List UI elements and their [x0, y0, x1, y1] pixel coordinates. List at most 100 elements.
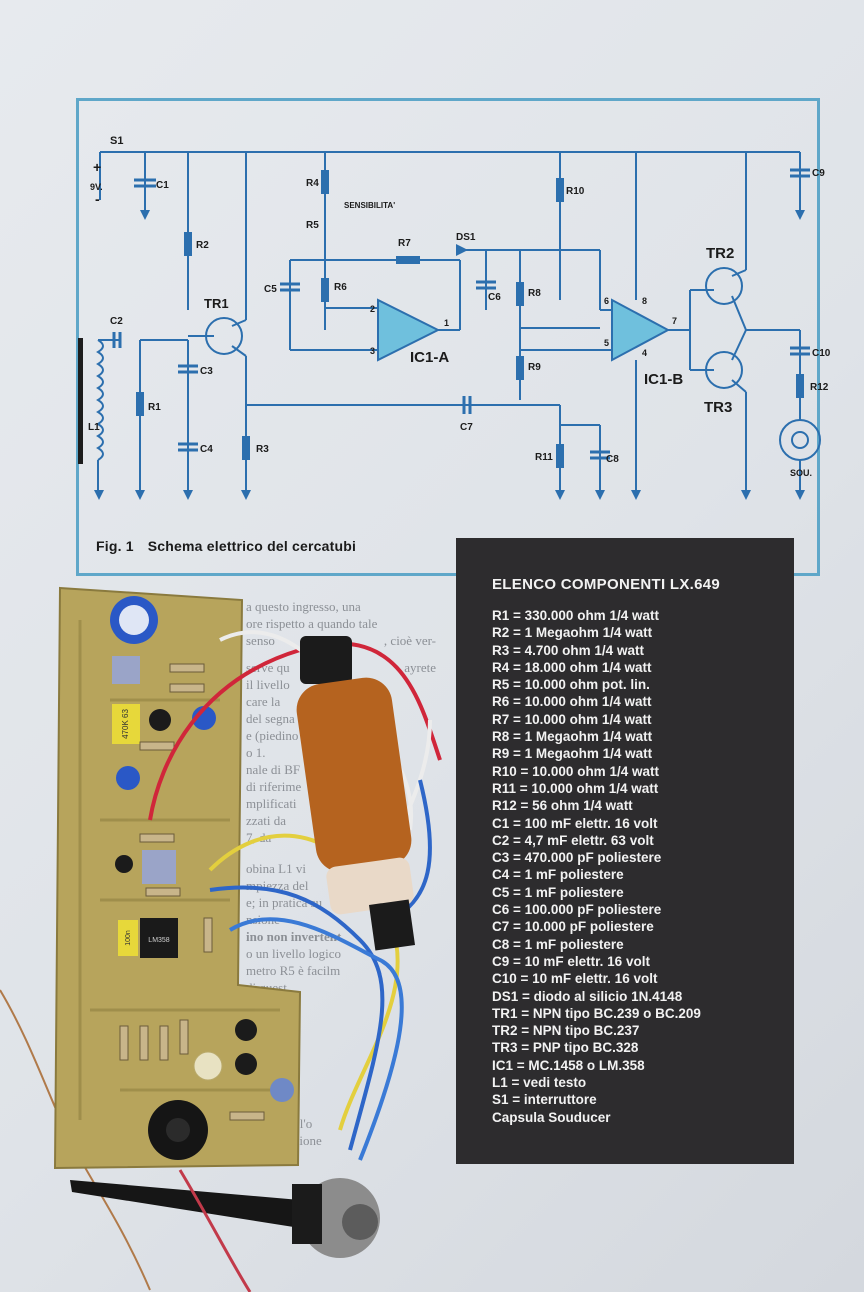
- label-r7: R7: [398, 238, 411, 249]
- list-item: R10 = 10.000 ohm 1/4 watt: [492, 763, 659, 779]
- potentiometer-knob: [70, 1178, 380, 1258]
- list-item: R3 = 4.700 ohm 1/4 watt: [492, 642, 644, 658]
- label-pin6: 6: [604, 296, 609, 306]
- label-pin2: 2: [370, 304, 375, 314]
- article-line: del segna: [246, 711, 295, 726]
- list-item: TR3 = PNP tipo BC.328: [492, 1040, 639, 1056]
- article-line: il livello: [246, 677, 290, 692]
- label-s1: S1: [110, 135, 123, 147]
- article-line: obina L1 vi: [246, 861, 306, 876]
- article-line: nale di BF: [246, 762, 301, 777]
- label-c7: C7: [460, 422, 473, 433]
- capacitor: [192, 706, 216, 730]
- transistor-tr1: [149, 709, 171, 731]
- label-sensitivity: SENSIBILITA': [344, 201, 395, 210]
- article-line: a questo ingresso, una: [246, 599, 361, 614]
- label-pin8: 8: [642, 296, 647, 306]
- list-item: R1 = 330.000 ohm 1/4 watt: [492, 608, 659, 623]
- trimmer: [142, 850, 176, 884]
- red-wire: [178, 1169, 252, 1292]
- label-ds1: DS1: [456, 232, 476, 243]
- list-item: C4 = 1 mF poliestere: [492, 867, 624, 883]
- transistor: [235, 1053, 257, 1075]
- article-line: ore rispetto a quando tale: [246, 616, 378, 631]
- label-pin7: 7: [672, 316, 677, 326]
- ic-marking: LM358: [148, 937, 170, 944]
- article-line: ayrete: [404, 660, 436, 675]
- article-line: care la: [246, 694, 281, 709]
- label-l1: L1: [88, 422, 100, 433]
- label-pin1: 1: [444, 318, 449, 328]
- schematic-frame: [76, 98, 820, 576]
- label-c6: C6: [488, 292, 501, 303]
- list-item: C3 = 470.000 pF poliestere: [492, 850, 662, 866]
- list-item: R7 = 10.000 ohm 1/4 watt: [492, 711, 652, 727]
- list-item: C7 = 10.000 pF poliestere: [492, 919, 654, 935]
- capacitor: [270, 1078, 294, 1102]
- list-item: C6 = 100.000 pF poliestere: [492, 902, 662, 918]
- label-r3: R3: [256, 444, 269, 455]
- label-ic1b: IC1-B: [644, 371, 683, 388]
- label-r11: R11: [535, 452, 553, 463]
- article-column: a questo ingresso, una ore rispetto a qu…: [246, 598, 436, 1149]
- list-item: TR2 = NPN tipo BC.237: [492, 1023, 640, 1039]
- list-item: R6 = 10.000 ohm 1/4 watt: [492, 694, 652, 710]
- label-battery-voltage: 9V.: [90, 182, 103, 192]
- list-item: C1 = 100 mF elettr. 16 volt: [492, 815, 658, 831]
- capacitor: [116, 766, 140, 790]
- article-line: o 1.: [246, 745, 266, 760]
- label-r6: R6: [334, 282, 347, 293]
- label-c3: C3: [200, 366, 213, 377]
- list-item: C2 = 4,7 mF elettr. 63 volt: [492, 832, 654, 848]
- label-c2: C2: [110, 316, 123, 327]
- yellow-capacitor: 470K 63: [112, 704, 140, 744]
- parts-list: R1 = 330.000 ohm 1/4 watt R2 = 1 Megaohm…: [492, 607, 794, 1126]
- label-pin5: 5: [604, 338, 609, 348]
- label-pin3: 3: [370, 346, 375, 356]
- cap-marking: 100n: [125, 930, 132, 946]
- label-battery-plus: +: [93, 159, 101, 175]
- label-r4: R4: [306, 178, 319, 189]
- label-tr1: TR1: [204, 296, 229, 311]
- cap-marking: 470K 63: [121, 709, 130, 739]
- list-item: C8 = 1 mF poliestere: [492, 936, 624, 952]
- label-c10: C10: [812, 348, 831, 359]
- label-sou: SOU.: [790, 468, 812, 478]
- label-r9: R9: [528, 362, 541, 373]
- label-ic1a: IC1-A: [410, 349, 449, 366]
- list-item: C5 = 1 mF poliestere: [492, 884, 624, 900]
- label-r1: R1: [148, 402, 161, 413]
- list-item: C9 = 10 mF elettr. 16 volt: [492, 953, 650, 969]
- label-c4: C4: [200, 444, 213, 455]
- circuit-schematic: S1 + 9V. - C1 R2 TR1 C2 R1 C3 C4 R3 L1 R…: [78, 135, 831, 500]
- article-line: , cioè ver-: [383, 633, 436, 648]
- list-item: R2 = 1 Megaohm 1/4 watt: [492, 625, 653, 641]
- list-item: Capsula Souducer: [492, 1109, 611, 1125]
- list-item: R9 = 1 Megaohm 1/4 watt: [492, 746, 653, 762]
- article-line: senso: [246, 633, 275, 648]
- list-item: R12 = 56 ohm 1/4 watt: [492, 798, 633, 814]
- list-item: R8 = 1 Megaohm 1/4 watt: [492, 729, 653, 745]
- coil-l1: [296, 636, 416, 951]
- parts-list-panel: ELENCO COMPONENTI LX.649 R1 = 330.000 oh…: [456, 538, 794, 1164]
- label-r12: R12: [810, 382, 829, 393]
- ic-chip: LM358: [140, 918, 178, 958]
- article-line: metro R5 è facilm: [246, 963, 341, 978]
- parts-list-title: ELENCO COMPONENTI LX.649: [492, 576, 721, 593]
- article-line: zzati da: [246, 813, 287, 828]
- label-c9: C9: [812, 168, 825, 179]
- transistor: [115, 855, 133, 873]
- list-item: C10 = 10 mF elettr. 16 volt: [492, 971, 658, 987]
- list-item: TR1 = NPN tipo BC.239 o BC.209: [492, 1005, 701, 1021]
- label-tr2: TR2: [706, 245, 734, 262]
- label-c8: C8: [606, 454, 619, 465]
- article-line: serve qu: [246, 660, 290, 675]
- figure-number: Fig. 1: [96, 538, 134, 554]
- label-r10: R10: [566, 186, 585, 197]
- label-pin4: 4: [642, 348, 647, 358]
- label-c1: C1: [156, 180, 169, 191]
- list-item: R5 = 10.000 ohm pot. lin.: [492, 677, 650, 693]
- list-item: R11 = 10.000 ohm 1/4 watt: [492, 780, 659, 796]
